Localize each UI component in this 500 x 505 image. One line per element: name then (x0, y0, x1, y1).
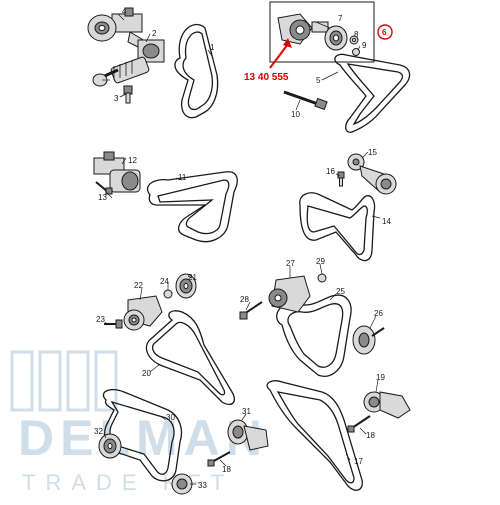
callout-31: 31 (242, 407, 251, 416)
belt-14 (299, 192, 376, 262)
highlight-arrow (269, 38, 292, 69)
bolt-18a (347, 415, 371, 433)
tensioner-31 (227, 419, 269, 451)
callout-11: 11 (178, 173, 187, 182)
callout-30: 30 (166, 413, 175, 422)
belt-17 (266, 380, 363, 491)
part-29 (317, 273, 327, 283)
tensioner-22 (123, 295, 163, 331)
callout-17: 17 (354, 457, 363, 466)
callout-9: 9 (362, 41, 367, 50)
idler-26 (352, 325, 385, 355)
callout-25: 25 (336, 287, 345, 296)
callout-6: 6 (382, 28, 387, 37)
callout-8: 8 (354, 30, 359, 39)
leader-lines (102, 13, 381, 485)
bolt-9 (352, 48, 360, 56)
pulley-7 (324, 25, 348, 51)
callout-23: 23 (96, 315, 105, 324)
callout-4: 4 (122, 7, 127, 16)
kit-box-6 (269, 1, 375, 63)
callout-20: 20 (142, 369, 151, 378)
pulley-33 (171, 473, 193, 495)
tensioner-pulley-4 (87, 7, 165, 63)
callout-12: 12 (128, 156, 137, 165)
part-number-label: 13 40 555 (244, 72, 289, 83)
belt-1 (174, 23, 219, 119)
bolt-10 (283, 90, 328, 111)
callout-13: 13 (98, 193, 107, 202)
pulley-32 (98, 433, 122, 459)
callout-18b: 18 (222, 465, 231, 474)
hydraulic-tensioner-2 (92, 56, 150, 87)
tensioner-19 (363, 391, 411, 419)
belt-30 (102, 388, 183, 482)
callout-3: 3 (114, 94, 119, 103)
callout-29: 29 (316, 257, 325, 266)
callout-18a: 18 (366, 431, 375, 440)
callout-22: 22 (134, 281, 143, 290)
callout-32: 32 (94, 427, 103, 436)
callout-7: 7 (338, 14, 343, 23)
tensioner-12 (93, 151, 141, 193)
callout-26: 26 (374, 309, 383, 318)
callout-10: 10 (291, 110, 300, 119)
callout-2: 2 (152, 29, 157, 38)
callout-16: 16 (326, 167, 335, 176)
belt-20 (145, 310, 236, 406)
washer-8 (349, 35, 359, 45)
bolt-3 (123, 85, 133, 104)
belt-11 (146, 171, 238, 243)
callout-33: 33 (198, 481, 207, 490)
tensioner-15 (347, 153, 397, 195)
bolt-18b (207, 451, 231, 467)
callout-21: 21 (188, 273, 197, 282)
pulley-21 (175, 273, 197, 299)
callout-labels: 4 2 3 1 5 10 7 8 9 6 12 13 11 15 16 14 2… (94, 7, 391, 490)
callout-19: 19 (376, 373, 385, 382)
highlight-circle-6 (377, 24, 393, 40)
callout-27: 27 (286, 259, 295, 268)
callout-24: 24 (160, 277, 169, 286)
tensioner-27 (268, 275, 311, 313)
callout-5: 5 (316, 76, 321, 85)
callout-28: 28 (240, 295, 249, 304)
callout-1: 1 (210, 43, 215, 52)
bolt-16 (337, 171, 345, 187)
tensioner-unit-7 (277, 13, 329, 45)
bolt-13 (95, 181, 113, 195)
watermark-logo: DELMAN TRADE KFT (10, 350, 262, 495)
bolt-28 (239, 301, 263, 320)
belt-5 (334, 53, 411, 133)
callout-15: 15 (368, 148, 377, 157)
callout-14: 14 (382, 217, 391, 226)
bolt-23 (104, 319, 123, 329)
washer-24 (163, 289, 173, 299)
